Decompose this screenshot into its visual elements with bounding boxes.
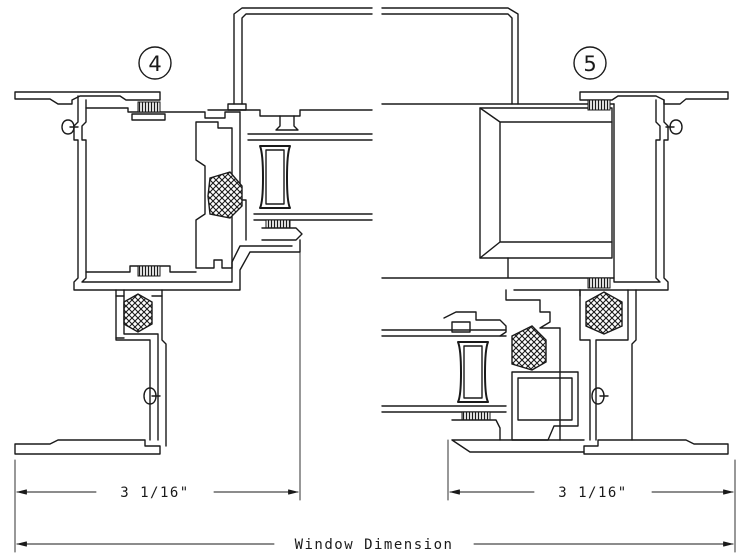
right-glazing-bead [461, 411, 491, 421]
left-screw-boss-top [61, 119, 79, 135]
right-sash-bottom [451, 439, 585, 453]
right-sill-lip [451, 419, 501, 441]
callout-label-left: 4 [148, 52, 161, 76]
left-glass-spacer-inner [265, 149, 285, 205]
left-interior-trim [233, 7, 373, 105]
right-interior-trim [381, 7, 519, 105]
left-top-clip [131, 113, 166, 121]
left-section-detail [14, 7, 373, 455]
right-sill-body-b [595, 289, 629, 441]
callout-circle-left [138, 46, 172, 80]
right-panel-bottom [381, 257, 615, 279]
right-frame-outer [579, 99, 669, 291]
right-glazing-clip-b [451, 321, 471, 333]
left-glazing-bead [265, 219, 291, 229]
left-sill-lip [261, 227, 303, 241]
left-top-weatherstrip [137, 101, 161, 113]
right-glass-spacer [457, 341, 489, 403]
right-screw-boss-bottom [591, 387, 609, 405]
callout-5: 5 [573, 46, 607, 80]
callout-label-right: 5 [583, 52, 596, 76]
left-inner-chamber [195, 121, 233, 269]
right-sash-outer-b [513, 289, 581, 297]
left-sill-right [161, 289, 167, 447]
right-panel-frame [479, 107, 613, 259]
right-sash-seal [511, 325, 547, 371]
left-top-fin [14, 91, 161, 105]
right-sill-seal [585, 291, 623, 335]
right-section-detail [381, 7, 729, 455]
right-glazing-clip [443, 311, 507, 337]
left-glass-spacer [259, 145, 291, 209]
right-bottom-fin [583, 439, 729, 455]
left-sash-head-lip [275, 115, 299, 131]
right-interior-trim-inner [381, 13, 513, 105]
dimension-lines: 3 1/16" 3 1/16" Window Dimension [14, 239, 736, 553]
right-bottom-weatherstrip [587, 277, 611, 289]
right-sill-right [631, 289, 637, 441]
left-top-web [85, 107, 241, 119]
left-screw-boss-bottom [143, 387, 161, 405]
right-panel-bevel [479, 107, 613, 259]
right-sash-chamber-inner [517, 377, 573, 421]
left-sill-seal [123, 293, 153, 333]
callout-4: 4 [138, 46, 172, 80]
right-glass-spacer-inner [463, 345, 483, 399]
left-center-web [239, 111, 247, 241]
dim-left-label: 3 1/16" [120, 485, 190, 501]
left-frame-seal [207, 171, 243, 219]
left-sill-clips [115, 295, 163, 339]
left-interior-trim-inner [241, 13, 373, 105]
right-screw-boss-top [665, 119, 683, 135]
callout-circle-right [573, 46, 607, 80]
right-sash-chamber [511, 371, 579, 441]
right-sill-body [579, 289, 591, 441]
left-sill-body [115, 289, 151, 441]
left-frame-inner [81, 99, 293, 283]
right-top-weatherstrip [587, 99, 611, 111]
left-trim-foot [227, 103, 247, 111]
right-sash-outer [505, 289, 561, 441]
dim-overall-label: Window Dimension [295, 537, 454, 553]
left-sash-head [207, 109, 373, 117]
right-frame-inner [613, 99, 661, 283]
left-bottom-fin [14, 439, 161, 455]
left-sill-body-inner [123, 289, 159, 441]
dim-right-label: 3 1/16" [558, 485, 628, 501]
left-bottom-weatherstrip [137, 265, 161, 277]
